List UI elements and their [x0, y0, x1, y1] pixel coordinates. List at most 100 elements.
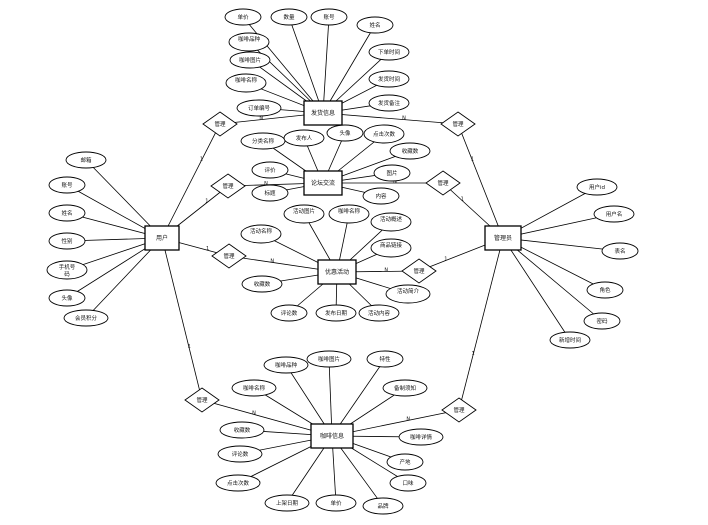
relationship-label: 管理 [437, 179, 449, 187]
cardinality-one: 1 [471, 156, 474, 162]
attribute-order: 发货备注 [368, 94, 410, 112]
attribute-order: 数量 [270, 8, 308, 26]
cardinality-one: 1 [461, 197, 464, 203]
attribute-order: 发货时间 [368, 70, 410, 88]
svg-text:密码: 密码 [596, 317, 608, 325]
attribute-admin: 角色 [586, 281, 624, 299]
relationship-connector [161, 123, 221, 239]
attribute-user: 邮箱 [65, 151, 107, 169]
relationship-label: 管理 [214, 120, 226, 128]
attribute-user: 会员积分 [63, 309, 109, 327]
attribute-order: 单价 [224, 8, 262, 26]
attribute-connector [328, 358, 333, 437]
entity-label: 优惠活动 [325, 268, 349, 276]
attribute-promo: 活动图片 [283, 204, 325, 224]
attribute-connector [331, 358, 386, 437]
svg-text:发货时间: 发货时间 [378, 75, 400, 83]
entity-label: 用户 [156, 234, 168, 242]
attribute-post: 图片 [373, 164, 411, 182]
svg-text:会员积分: 会员积分 [75, 314, 98, 322]
svg-text:订单编号: 订单编号 [248, 104, 271, 112]
attribute-coffee: 收藏数 [219, 421, 265, 439]
svg-text:新增时间: 新增时间 [559, 336, 581, 344]
attribute-promo: 活动简介 [385, 284, 431, 304]
relationship-r-user-post: 管理 [210, 173, 246, 199]
svg-text:图片: 图片 [386, 169, 397, 177]
relationship-r-user-order: 管理 [202, 111, 238, 137]
attribute-post: 发布人 [283, 129, 325, 147]
attribute-post: 点击次数 [363, 124, 405, 144]
attribute-order: 姓名 [356, 16, 394, 34]
svg-text:手机号: 手机号 [59, 263, 76, 271]
attribute-coffee: 咖啡名称 [231, 379, 277, 397]
attribute-promo: 活动概述 [370, 212, 412, 232]
attribute-promo: 活动内容 [358, 304, 400, 322]
svg-text:标题: 标题 [264, 189, 276, 197]
svg-text:口味: 口味 [402, 479, 414, 487]
svg-text:咖啡名称: 咖啡名称 [243, 384, 266, 392]
attribute-post: 标题 [251, 184, 289, 202]
svg-text:活动图片: 活动图片 [293, 207, 315, 215]
relationship-r-user-coffee: 管理 [184, 387, 220, 413]
entity-post: 论坛交流 [303, 170, 343, 196]
entity-admin: 管理员 [484, 225, 522, 251]
attribute-admin: 表名 [601, 242, 639, 260]
cardinality-many: N [384, 267, 388, 273]
relationship-label: 管理 [452, 120, 464, 128]
attribute-order: 订单编号 [236, 99, 282, 117]
cardinality-many: N [264, 181, 268, 187]
entity-user: 用户 [144, 225, 180, 251]
relationship-label: 管理 [222, 182, 234, 190]
svg-text:备制须知: 备制须知 [394, 384, 416, 392]
attribute-coffee: 咖啡品种 [263, 356, 309, 374]
entity-label: 咖啡信息 [320, 432, 344, 440]
svg-text:咖啡品种: 咖啡品种 [275, 361, 298, 369]
attribute-post: 评价 [251, 161, 289, 179]
attribute-admin: 用户id [576, 178, 618, 196]
relationship-label: 管理 [196, 396, 208, 404]
relationship-r-admin-order: 管理 [440, 111, 476, 137]
svg-text:头像: 头像 [61, 294, 73, 302]
cardinality-many: N [406, 416, 410, 422]
attribute-order: 咖啡名称 [225, 73, 267, 93]
attribute-connector [322, 24, 376, 114]
cardinality-one: 1 [200, 156, 203, 162]
svg-text:活动简介: 活动简介 [397, 287, 420, 295]
svg-text:咖啡名称: 咖啡名称 [338, 207, 361, 215]
cardinality-many: N [259, 116, 263, 122]
entity-label: 发货信息 [311, 109, 335, 117]
relationship-connector [322, 112, 459, 125]
attribute-promo: 评论数 [270, 304, 308, 322]
attribute-coffee: 咖啡详情 [398, 428, 444, 446]
svg-text:姓名: 姓名 [61, 209, 72, 217]
svg-text:发货备注: 发货备注 [378, 99, 401, 107]
attribute-connector [502, 237, 603, 322]
svg-text:商品链接: 商品链接 [380, 241, 403, 249]
svg-text:用户名: 用户名 [606, 210, 623, 218]
svg-text:角色: 角色 [599, 286, 611, 294]
attribute-connector [502, 237, 571, 341]
svg-text:数量: 数量 [283, 13, 295, 21]
cardinality-many: N [252, 410, 256, 416]
entity-promo: 优惠活动 [317, 259, 357, 285]
attribute-order: 下单时间 [368, 43, 410, 61]
svg-text:咖啡品种: 咖啡品种 [238, 35, 261, 43]
attribute-coffee: 点击次数 [215, 474, 261, 492]
svg-text:表名: 表名 [614, 247, 625, 255]
attribute-order: 账号 [310, 8, 348, 26]
svg-text:点击次数: 点击次数 [227, 479, 250, 487]
relationship-label: 管理 [223, 252, 235, 260]
svg-text:内容: 内容 [375, 192, 387, 200]
attribute-promo: 咖啡名称 [328, 204, 370, 224]
svg-text:单价: 单价 [330, 499, 342, 507]
svg-text:码: 码 [64, 270, 70, 278]
svg-text:评论数: 评论数 [281, 309, 298, 317]
svg-text:下单时间: 下单时间 [378, 48, 400, 56]
svg-text:收藏数: 收藏数 [234, 426, 251, 434]
svg-text:点击次数: 点击次数 [373, 130, 396, 138]
attribute-connector [502, 237, 621, 252]
relationship-r-user-promo: 管理 [211, 243, 247, 269]
svg-text:姓名: 姓名 [369, 21, 380, 29]
